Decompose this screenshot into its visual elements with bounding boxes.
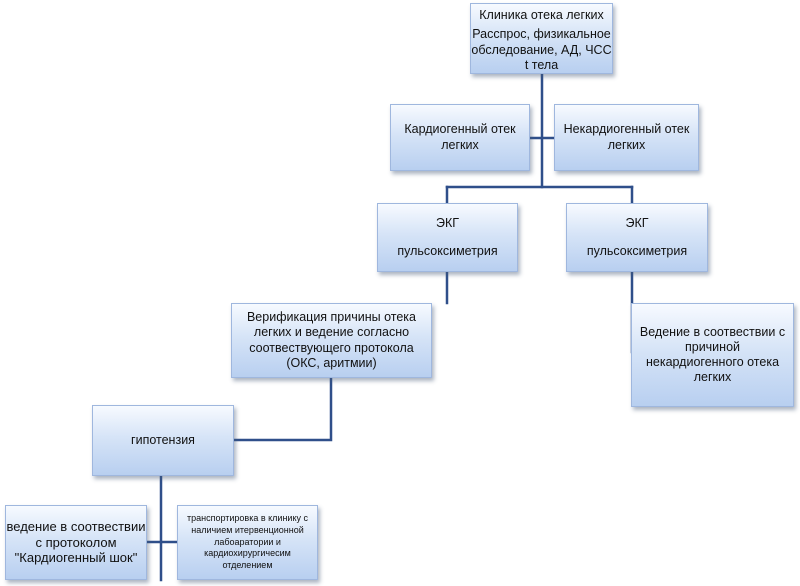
transport-box: транспортировка в клинику с наличием ите… [177, 505, 318, 580]
clinic-title: Клиника отека легких [479, 8, 604, 22]
verification-line-3: соотвествующего протокола [249, 340, 414, 355]
noncardio-management-line-3: некардиогенного отека [645, 355, 780, 369]
ekg-right-line-1: ЭКГ [625, 216, 649, 231]
clinic-box: Клиника отека легких Расспрос, физикальн… [470, 3, 613, 74]
noncardio-management-box: Ведение в соотвествии с причиной некарди… [631, 303, 794, 407]
clinic-line-1: Расспрос, физикальное [472, 27, 611, 42]
clinic-line-3: t тела [524, 57, 559, 72]
noncardiogenic-line-1: Некардиогенный отек [563, 122, 690, 137]
connector-verification-to-hypotension [232, 376, 333, 442]
ekg-right-line-2: пульсоксиметрия [586, 243, 688, 258]
verification-line-4: (ОКС, аритмии) [286, 355, 377, 370]
hypotension-line-1: гипотензия [131, 432, 195, 447]
noncardiogenic-line-2: легких [607, 137, 646, 152]
ekg-right-box: ЭКГ пульсоксиметрия [566, 203, 708, 272]
verification-line-2: легких и ведение согласно [253, 325, 410, 340]
cardiogenic-shock-line-2: с протоколом [35, 534, 117, 550]
verification-box: Верификация причины отека легких и веден… [231, 303, 432, 378]
clinic-line-2: обследование, АД, ЧСС [471, 42, 612, 57]
noncardio-management-line-1: Ведение в соотвествии с [639, 324, 786, 339]
ekg-left-line-2: пульсоксиметрия [397, 243, 498, 258]
transport-line-4: кардиохирургичесим [204, 548, 291, 559]
transport-line-1: транспортировка в клинику с [186, 513, 308, 524]
transport-line-2: наличием итервенционной [191, 524, 304, 535]
cardiogenic-shock-line-1: ведение в соотвествии [6, 518, 146, 534]
ekg-left-line-1: ЭКГ [435, 216, 460, 231]
cardiogenic-box: Кардиогенный отек легких [390, 104, 530, 171]
cardiogenic-shock-box: ведение в соотвествии с протоколом "Кард… [5, 505, 147, 580]
hypotension-box: гипотензия [92, 405, 234, 476]
cardiogenic-line-2: легких [441, 137, 479, 152]
noncardio-management-line-2: причиной [684, 339, 741, 354]
noncardio-management-line-4: легких [693, 370, 732, 385]
cardiogenic-line-1: Кардиогенный отек [404, 122, 516, 137]
transport-line-5: отделением [222, 560, 273, 571]
transport-line-3: лабоаратории и [214, 536, 281, 547]
ekg-left-box: ЭКГ пульсоксиметрия [377, 203, 518, 272]
verification-line-1: Верификация причины отека [246, 310, 417, 324]
cardiogenic-shock-line-3: "Кардиогенный шок" [14, 550, 138, 566]
noncardiogenic-box: Некардиогенный отек легких [554, 104, 699, 171]
